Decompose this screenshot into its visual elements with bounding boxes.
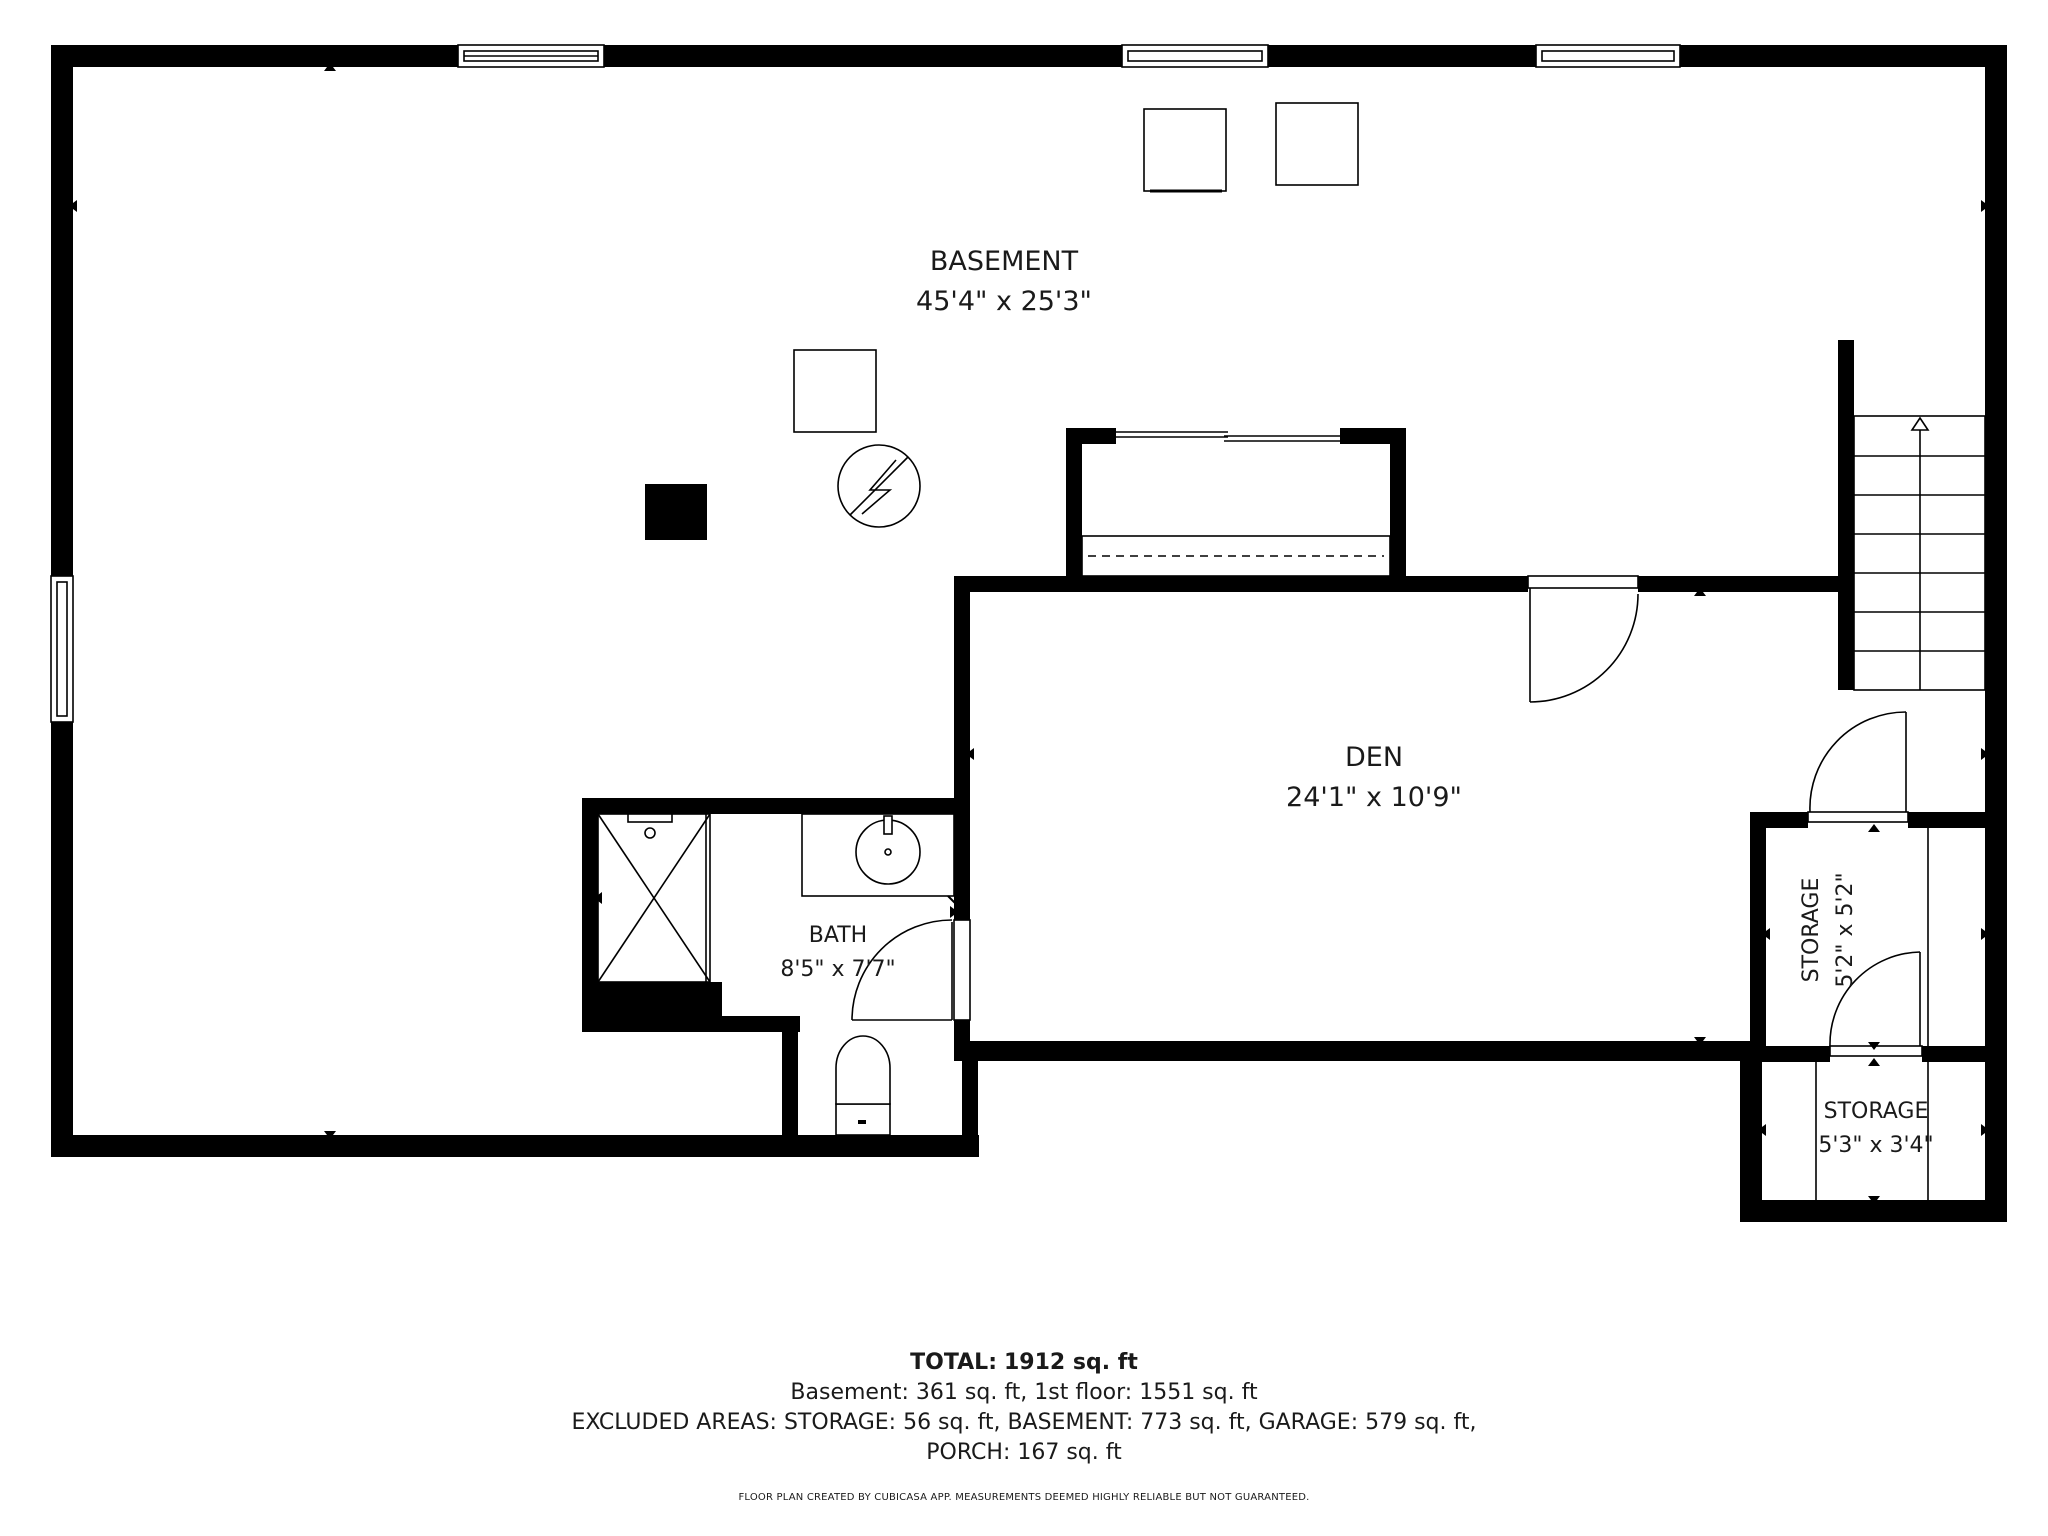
basement-name: BASEMENT	[930, 246, 1079, 277]
wall-bath-top	[582, 798, 970, 814]
wall-storage-lower-right	[1985, 828, 2007, 1222]
wall-bottom-left	[51, 1135, 979, 1157]
storage-upper-name: STORAGE	[1799, 878, 1824, 983]
summary-line-2: EXCLUDED AREAS: STORAGE: 56 sq. ft, BASE…	[571, 1410, 1477, 1435]
window-bath-right	[953, 919, 971, 1021]
wall-bath-bottom	[782, 1135, 978, 1157]
walls	[51, 45, 2007, 1222]
storage-lower-dims: 5'3" x 3'4"	[1818, 1133, 1933, 1158]
wall-closet-left	[1066, 428, 1082, 588]
wall-closet-top-right	[1340, 428, 1406, 444]
appliance-box-1	[1143, 108, 1227, 192]
appliance-box-3	[793, 349, 877, 433]
appliance-box-2	[1275, 102, 1359, 186]
bath-dims: 8'5" x 7'7"	[780, 957, 895, 982]
window-top-3	[1535, 44, 1681, 68]
window-top-1	[457, 44, 605, 68]
water-heater-icon	[837, 444, 921, 528]
wall-right-upper	[1985, 45, 2007, 828]
wall-bath-left	[582, 798, 598, 1032]
bath-fixtures	[597, 813, 957, 1136]
wall-closet-top-left	[1066, 428, 1116, 444]
storage-upper-door	[1807, 711, 1909, 828]
wall-storage-lower-left	[1740, 1046, 1762, 1222]
room-labels: BASEMENT 45'4" x 25'3" DEN 24'1" x 10'9"…	[780, 246, 1933, 1158]
bath-name: BATH	[809, 923, 867, 948]
wall-bath-step	[582, 1016, 800, 1032]
dimension-ticks	[69, 63, 1989, 1204]
den-door	[1527, 575, 1639, 703]
storage-upper-dims: 5'2" x 5'2"	[1833, 872, 1858, 987]
wall-den-bottom	[954, 1041, 1750, 1061]
shower-icon	[597, 813, 711, 983]
wall-closet-right	[1390, 428, 1406, 588]
wall-bath-right-lower	[962, 1049, 978, 1157]
stair-arrow-icon	[1910, 416, 1930, 431]
closet-above-den	[1081, 428, 1391, 577]
toilet-icon	[835, 1035, 891, 1136]
staircase	[1853, 415, 1986, 691]
doors	[851, 575, 1923, 1062]
basement-fixtures	[645, 102, 1359, 540]
summary-line-1: Basement: 361 sq. ft, 1st floor: 1551 sq…	[790, 1380, 1258, 1405]
total-line: TOTAL: 1912 sq. ft	[0, 1348, 2048, 1378]
sink-vanity-icon	[801, 813, 957, 905]
wall-storage-lower-bottom	[1740, 1200, 2007, 1222]
storage-shelves	[1815, 828, 1929, 1200]
total-label: TOTAL:	[910, 1350, 997, 1375]
wall-stair-post	[1838, 340, 1854, 690]
windows	[50, 44, 1681, 1021]
storage-lower-door	[1829, 951, 1923, 1062]
wall-storage-upper-left	[1750, 812, 1766, 1062]
basement-dims: 45'4" x 25'3"	[916, 286, 1092, 317]
bath-door	[851, 919, 953, 1021]
summary-line-3: PORCH: 167 sq. ft	[926, 1440, 1122, 1465]
wall-bath-inner-right	[782, 1016, 798, 1156]
storage-lower-name: STORAGE	[1824, 1099, 1929, 1124]
total-value: 1912 sq. ft	[1004, 1350, 1138, 1375]
den-name: DEN	[1345, 742, 1403, 773]
disclaimer: FLOOR PLAN CREATED BY CUBICASA APP. MEAS…	[738, 1492, 1310, 1503]
den-dims: 24'1" x 10'9"	[1286, 782, 1462, 813]
support-column	[645, 484, 707, 540]
window-left	[50, 575, 74, 723]
area-summary: TOTAL: 1912 sq. ft Basement: 361 sq. ft,…	[0, 1348, 2048, 1468]
window-top-2	[1121, 44, 1269, 68]
wall-top	[51, 45, 2007, 67]
